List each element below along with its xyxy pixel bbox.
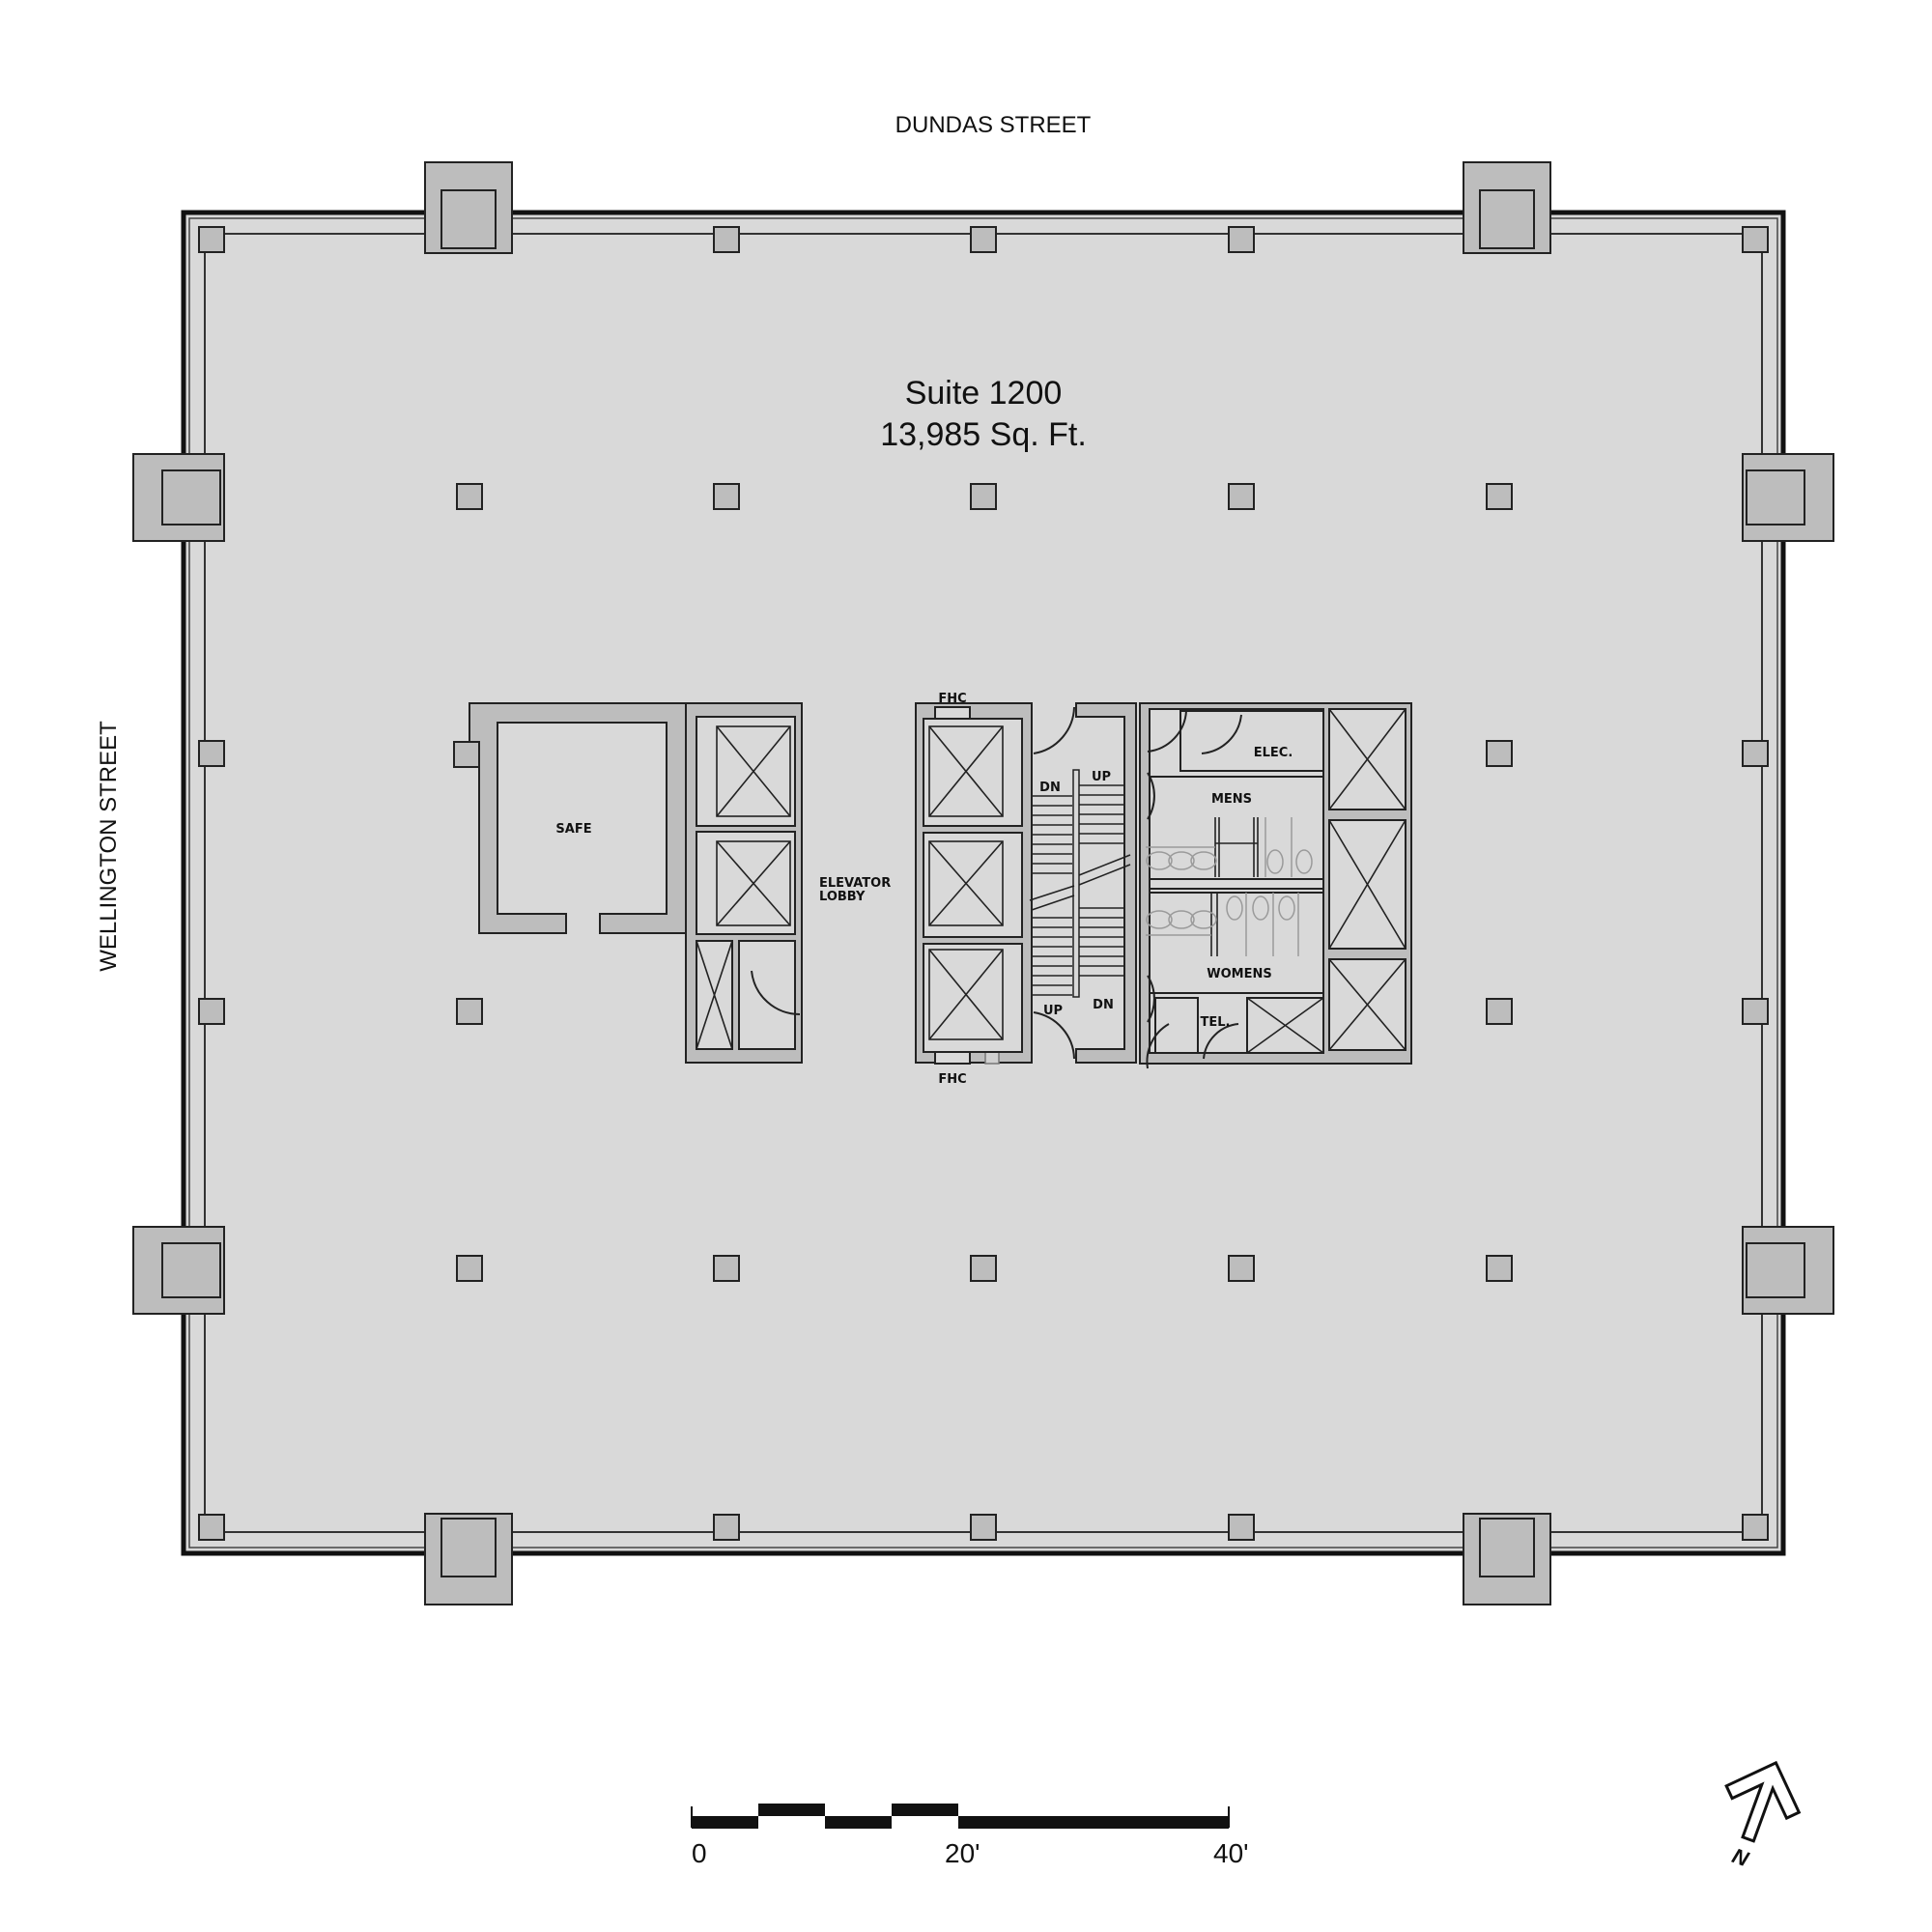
room-label-fhc-bottom: FHC <box>938 1072 966 1087</box>
room-label-elevator-lobby-2: LOBBY <box>819 890 866 904</box>
stairwell <box>1029 702 1137 1064</box>
room-label-elec: ELEC. <box>1254 746 1293 760</box>
room-label-womens: WOMENS <box>1207 967 1271 981</box>
suite-area: 13,985 Sq. Ft. <box>880 416 1087 453</box>
north-arrow-label: N <box>1729 1843 1753 1871</box>
left-elevator-bank <box>685 702 803 1064</box>
exterior-piers <box>132 161 1834 1605</box>
suite-name: Suite 1200 <box>905 375 1063 412</box>
street-label-north: DUNDAS STREET <box>895 112 1092 138</box>
scale-tick-0: 0 <box>692 1838 707 1868</box>
room-label-elevator-lobby-1: ELEVATOR <box>819 876 891 891</box>
north-arrow-icon: N <box>1724 1760 1802 1872</box>
room-label-mens: MENS <box>1211 792 1252 807</box>
stair-label-dn-bottom: DN <box>1093 998 1114 1012</box>
safe-room <box>453 702 687 934</box>
stair-label-up-top: UP <box>1092 770 1111 784</box>
service-core <box>1139 702 1412 1069</box>
stair-label-up-bottom: UP <box>1043 1004 1063 1018</box>
room-label-tel: TEL. <box>1201 1015 1231 1030</box>
center-elevator-bank <box>915 702 1033 1065</box>
room-label-safe: SAFE <box>555 822 591 837</box>
interior-columns <box>456 483 1513 1282</box>
scale-tick-40: 40' <box>1213 1838 1249 1868</box>
perimeter-columns <box>198 226 1769 1541</box>
street-label-west: WELLINGTON STREET <box>96 721 122 972</box>
building-outline <box>181 210 1786 1556</box>
scale-bar: 0 20' 40' <box>691 1804 1249 1868</box>
scale-tick-20: 20' <box>945 1838 980 1868</box>
stair-label-dn-top: DN <box>1039 781 1061 795</box>
room-label-fhc-top: FHC <box>938 692 966 706</box>
